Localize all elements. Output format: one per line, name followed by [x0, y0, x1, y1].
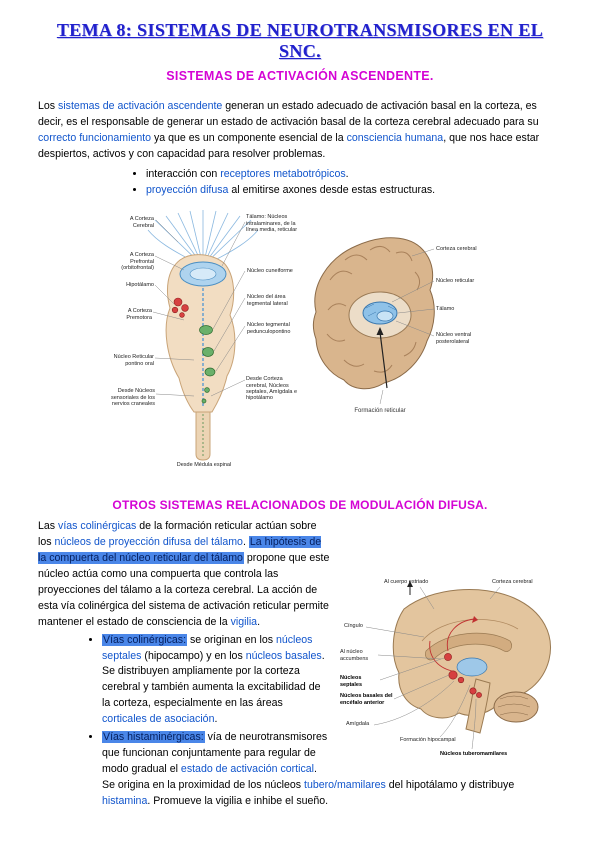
anatomy-label: Núcleo Reticular pontino oral [113, 354, 154, 367]
anatomy-label: Núcleos septales [340, 675, 363, 688]
anatomy-label: Núcleo del área tegmental lateral [247, 294, 288, 307]
bullet-item: Vías histaminérgicas: vía de neurotransm… [102, 730, 562, 809]
anatomy-label: Cíngulo [344, 623, 363, 630]
document-page: TEMA 8: SISTEMAS DE NEUROTRANSMISORES EN… [0, 0, 600, 809]
section2-paragraph: Las vías colinérgicas de la formación re… [38, 520, 330, 628]
figure-brain-lateral-diagram: Corteza cerebral Núcleo reticular Tálamo… [300, 220, 502, 420]
page-title: TEMA 8: SISTEMAS DE NEUROTRANSMISORES EN… [56, 20, 544, 61]
anatomy-label: Núcleo cuneiforme [247, 268, 293, 275]
anatomy-label: A Corteza Prefrontal (orbitofrontal) [121, 252, 154, 271]
section2-body: Al cuerpo estriado Corteza cerebral Cíng… [38, 519, 562, 809]
anatomy-label: Hipotálamo [126, 282, 154, 289]
section-heading-modulation: OTROS SISTEMAS RELACIONADOS DE MODULACIÓ… [112, 498, 488, 513]
anatomy-label: Amígdala [346, 721, 370, 728]
anatomy-label: Desde Corteza cerebral, Núcleos septales… [246, 376, 298, 402]
bullet-item: proyección difusa al emitirse axones des… [146, 182, 562, 198]
anatomy-label: A Corteza Cerebral [129, 216, 154, 229]
figure-caption: Formación reticular [354, 408, 406, 415]
anatomy-label: Tálamo: Núcleos intralaminares, de la lí… [246, 214, 298, 233]
anatomy-label: Núcleo tegmental pedunculopontino [247, 322, 291, 335]
anatomy-label: Tálamo [436, 306, 455, 313]
anatomy-label: Corteza cerebral [492, 579, 533, 586]
anatomy-label: Núcleo ventral posterolateral [436, 332, 472, 345]
section-subtitle: SISTEMAS DE ACTIVACIÓN ASCENDENTE. [166, 69, 434, 83]
intro-bullet-list: interacción con receptores metabotrópico… [130, 166, 562, 199]
brain-lateral-illustration [312, 237, 435, 405]
anatomy-label: Desde Núcleos sensoriales de los nervios… [110, 388, 155, 407]
anatomy-label: Núcleos basales del encéfalo anterior [340, 693, 393, 706]
brainstem-sagittal-illustration [147, 210, 259, 461]
bullet-item: interacción con receptores metabotrópico… [146, 166, 562, 182]
anatomy-label: Al cuerpo estriado [384, 579, 429, 586]
anatomy-label: A Corteza Premotora [126, 308, 152, 321]
anatomy-label: Núcleos tuberomamilares [440, 751, 508, 758]
anatomy-label: Desde Médula espinal [176, 462, 232, 469]
intro-paragraph: Los sistemas de activación ascendente ge… [38, 100, 540, 160]
section2-bullet-list: Vías colinérgicas: se originan en los nú… [86, 633, 562, 810]
figure-ascending-activation-diagram: A Corteza Cerebral A Corteza Prefrontal … [108, 208, 300, 480]
bullet-item: Vías colinérgicas: se originan en los nú… [102, 633, 562, 728]
anatomy-label: Formación hipocampal [400, 737, 456, 744]
anatomy-label: Corteza cerebral [436, 246, 477, 253]
figure-basal-forebrain-diagram: Al cuerpo estriado Corteza cerebral Cíng… [340, 579, 562, 765]
brain-medial-illustration [365, 581, 551, 750]
figures-row: A Corteza Cerebral A Corteza Prefrontal … [38, 208, 562, 484]
anatomy-label: Núcleo reticular [436, 278, 475, 285]
anatomy-label: Al núcleo accumbens [340, 649, 369, 662]
